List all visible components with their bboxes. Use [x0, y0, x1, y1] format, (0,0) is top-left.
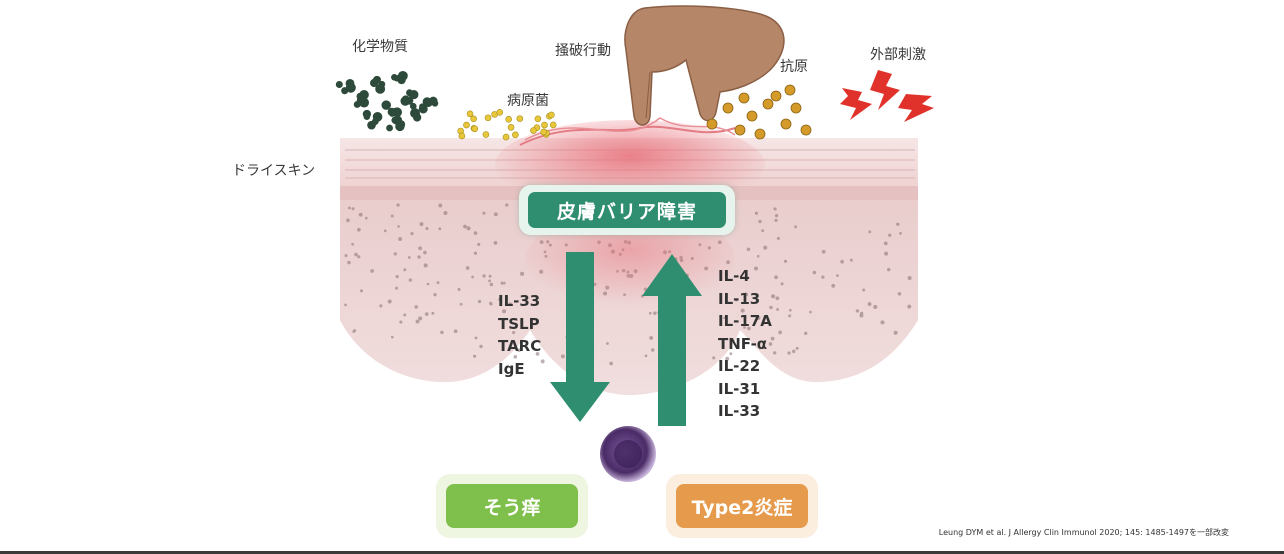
- immune-cell-icon: [600, 426, 656, 482]
- label-external-stimuli: 外部刺激: [870, 47, 926, 63]
- cytokine: IL-17A: [718, 312, 772, 330]
- type2-label: Type2炎症: [676, 484, 808, 528]
- cytokine: IgE: [498, 359, 525, 378]
- right-cytokine-list: IL-4 IL-13 IL-17A TNF-α IL-22 IL-31 IL-3…: [718, 265, 772, 423]
- itch-outcome-box: そう痒: [436, 474, 588, 538]
- arrow-up: [642, 254, 702, 426]
- cytokine: IL-33: [498, 292, 541, 310]
- antigen-icon: [706, 84, 812, 140]
- citation: Leung DYM et al. J Allergy Clin Immunol …: [938, 528, 1229, 537]
- hand-icon: [624, 5, 785, 126]
- label-scratching: 掻破行動: [555, 43, 611, 59]
- label-pathogen: 病原菌: [507, 93, 549, 109]
- barrier-dysfunction-box: 皮膚バリア障害: [519, 185, 735, 235]
- cytokine: IL-22: [718, 357, 761, 375]
- cytokine: IL-31: [718, 379, 761, 398]
- bacteria-icon: [457, 109, 557, 141]
- arrow-down: [550, 252, 610, 422]
- chemical-particles-icon: [335, 70, 439, 132]
- cytokine: IL-4: [718, 267, 750, 285]
- cytokine: IL-13: [718, 289, 761, 308]
- itch-label: そう痒: [446, 484, 578, 528]
- type2-inflammation-box: Type2炎症: [666, 474, 818, 538]
- cytokine: TARC: [498, 337, 542, 355]
- label-chemical: 化学物質: [352, 39, 408, 55]
- cytokine: TNF-α: [718, 334, 768, 353]
- cytokine: TSLP: [498, 314, 540, 333]
- lightning-icon: [840, 70, 934, 122]
- label-antigen: 抗原: [780, 59, 808, 75]
- barrier-label: 皮膚バリア障害: [528, 192, 726, 228]
- left-cytokine-list: IL-33 TSLP TARC IgE: [498, 290, 541, 380]
- bottom-divider: [0, 551, 1284, 554]
- label-dry-skin: ドライスキン: [232, 163, 316, 179]
- cytokine: IL-33: [718, 402, 761, 420]
